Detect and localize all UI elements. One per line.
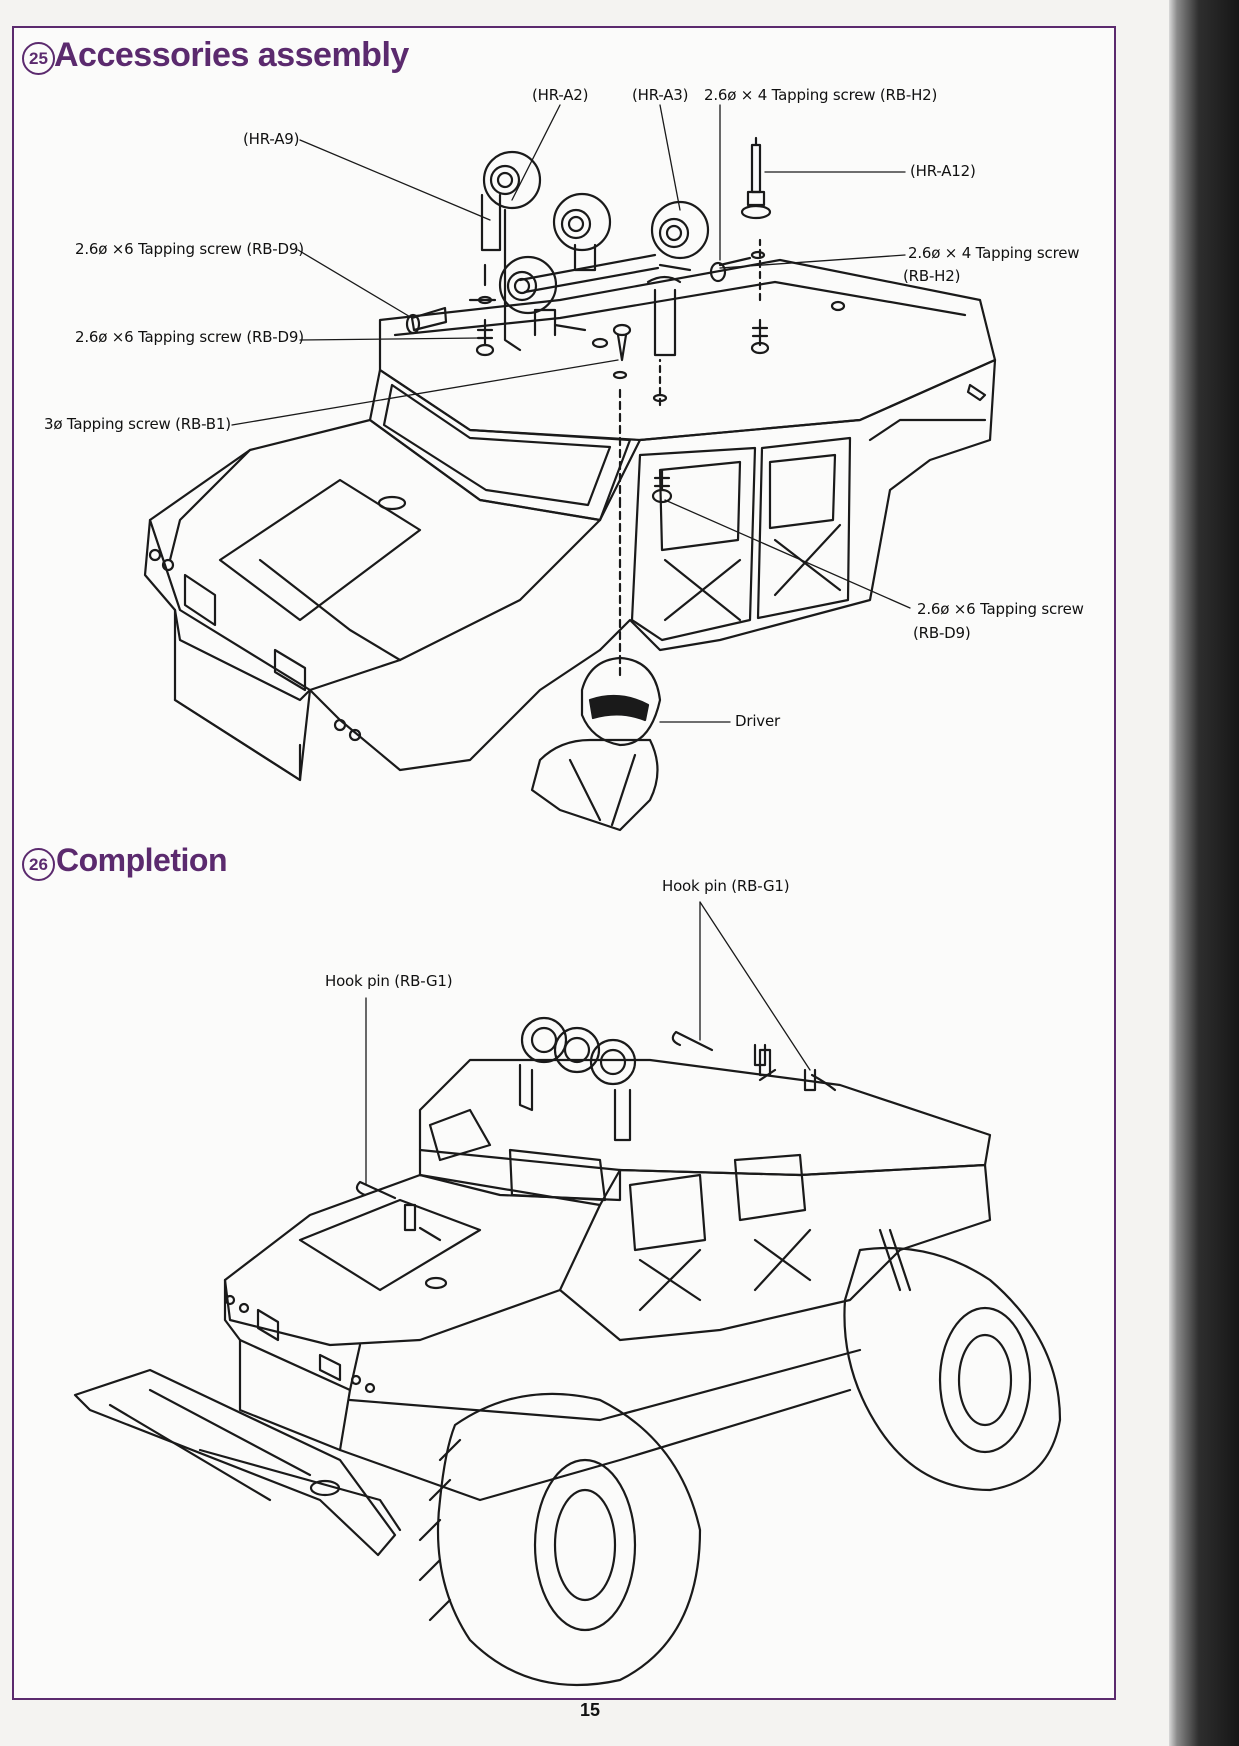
label-hook-pin-left: Hook pin (RB-G1) [325, 972, 453, 990]
label-screw-rb-d9-b: 2.6ø ×6 Tapping screw (RB-D9) [75, 328, 304, 346]
label-screw-rb-d9-a: 2.6ø ×6 Tapping screw (RB-D9) [75, 240, 304, 258]
label-screw-rb-h2-right-2: (RB-H2) [903, 267, 961, 285]
label-hook-pin-top: Hook pin (RB-G1) [662, 877, 790, 895]
body-shell-step25 [143, 258, 997, 782]
label-hr-a12: (HR-A12) [910, 162, 976, 180]
completed-truck [73, 1016, 1062, 1686]
scan-edge [1169, 0, 1239, 1746]
light-bar-parts [480, 136, 772, 357]
label-screw-rb-d9-c-2: (RB-D9) [913, 624, 971, 642]
page-frame [12, 26, 1116, 1700]
label-hr-a9: (HR-A9) [243, 130, 300, 148]
step-26-title: Completion [56, 842, 227, 878]
step-25-badge: 25 [22, 42, 55, 75]
label-screw-rb-b1: 3ø Tapping screw (RB-B1) [44, 415, 231, 433]
label-screw-rb-h2-right-1: 2.6ø × 4 Tapping screw [908, 244, 1080, 262]
step-26-badge: 26 [22, 848, 55, 881]
label-driver: Driver [735, 712, 780, 730]
label-screw-rb-h2-top: 2.6ø × 4 Tapping screw (RB-H2) [704, 86, 938, 104]
label-screw-rb-d9-c-1: 2.6ø ×6 Tapping screw [917, 600, 1084, 618]
driver-figure [530, 656, 662, 832]
screws-step25 [405, 250, 770, 504]
assembly-arrows-step25 [468, 238, 762, 682]
step-25-title: Accessories assembly [54, 36, 409, 74]
leader-lines-step26 [365, 901, 811, 1186]
leader-lines-step25 [231, 104, 911, 723]
label-hr-a3: (HR-A3) [632, 86, 689, 104]
page-number: 15 [579, 1700, 601, 1720]
label-hr-a2: (HR-A2) [532, 86, 589, 104]
